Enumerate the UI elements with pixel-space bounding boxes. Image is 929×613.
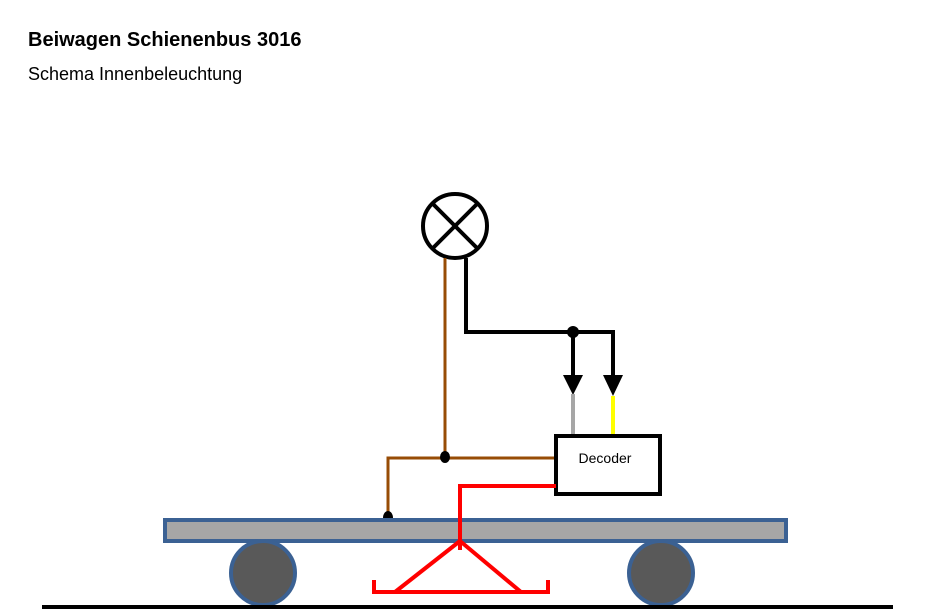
wheel (229, 539, 297, 607)
wheel (627, 539, 695, 607)
arrow-down-icon (603, 375, 623, 396)
brown-wire-horizontal (386, 456, 556, 518)
black-wire (464, 258, 615, 378)
lamp-icon (421, 192, 489, 260)
current-pickup (372, 539, 550, 594)
decoder-box: Decoder (554, 434, 662, 496)
page-subtitle: Schema Innenbeleuchtung (28, 64, 243, 84)
arrow-down-icon (563, 375, 583, 395)
red-wire (458, 484, 556, 550)
junction-dot (567, 326, 579, 338)
car-platform (163, 518, 788, 543)
page-title: Beiwagen Schienenbus 3016 (28, 29, 302, 51)
junction-dot (440, 451, 450, 463)
decoder-label: Decoder (579, 450, 632, 466)
